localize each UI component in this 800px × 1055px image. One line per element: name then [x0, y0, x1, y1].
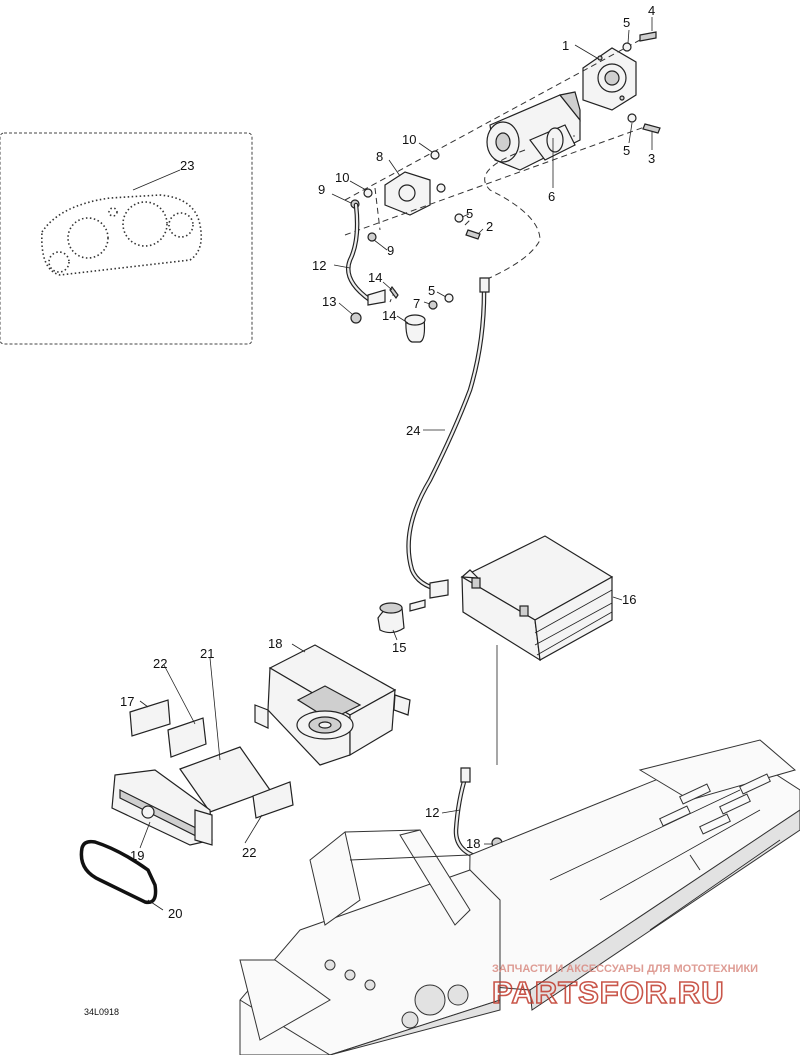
callout-24: 24: [406, 423, 420, 438]
long-cable: [406, 277, 490, 599]
callout-13: 13: [322, 294, 336, 309]
boot-cap-battery: [377, 599, 426, 634]
inset-gauge-cluster: 23: [0, 132, 253, 345]
callout-18: 18: [466, 836, 480, 851]
callout-14: 14: [382, 308, 396, 323]
callout-6: 6: [548, 189, 555, 204]
callout-9: 9: [318, 182, 325, 197]
callout-10: 10: [402, 132, 416, 147]
callout-22: 22: [242, 845, 256, 860]
callout-14: 14: [368, 270, 382, 285]
callout-4: 4: [648, 3, 655, 18]
battery-cover: [111, 769, 213, 846]
callout-3: 3: [648, 151, 655, 166]
callout-1: 1: [562, 38, 569, 53]
strap: [79, 839, 158, 905]
callout-12: 12: [312, 258, 326, 273]
callout-7: 7: [413, 296, 420, 311]
callout-17: 17: [120, 694, 134, 709]
watermark-tagline: ЗАПЧАСТИ И АКСЕССУАРЫ ДЛЯ МОТОТЕХНИКИ: [492, 963, 758, 975]
starter-motor: [486, 91, 581, 188]
pads: [129, 699, 294, 819]
callout-18: 18: [268, 636, 282, 651]
gasket-plate: [384, 171, 431, 216]
callout-23: 23: [180, 158, 194, 173]
alignment-lines: [344, 39, 651, 303]
vehicle-frame: [239, 739, 800, 1055]
starter-bracket: [582, 47, 637, 111]
callout-21: 21: [200, 646, 214, 661]
callout-10: 10: [335, 170, 349, 185]
callout-numbers: 1 2 3 4 5 5 5 5 6 7 8 9 9 10 10 12 12 13…: [120, 3, 655, 921]
watermark-brand: PARTSFOR.RU: [492, 975, 725, 1010]
battery-tray: [254, 644, 411, 766]
callout-5: 5: [428, 283, 435, 298]
callout-2: 2: [486, 219, 493, 234]
short-cable-top: [346, 202, 386, 306]
callout-5: 5: [466, 206, 473, 221]
callout-5: 5: [623, 15, 630, 30]
callout-9: 9: [387, 243, 394, 258]
callout-20: 20: [168, 906, 182, 921]
battery: [460, 535, 614, 765]
callout-22: 22: [153, 656, 167, 671]
callout-15: 15: [392, 640, 406, 655]
leader-lines: [139, 17, 653, 911]
callout-12: 12: [425, 805, 439, 820]
callout-8: 8: [376, 149, 383, 164]
hardware: [350, 31, 661, 324]
watermark: ЗАПЧАСТИ И АКСЕССУАРЫ ДЛЯ МОТОТЕХНИКИ PA…: [491, 963, 758, 1011]
boot-cap-top: [404, 314, 426, 343]
callout-16: 16: [622, 592, 636, 607]
diagram-code: 34L0918: [84, 1007, 119, 1017]
callout-19: 19: [130, 848, 144, 863]
callout-5: 5: [623, 143, 630, 158]
